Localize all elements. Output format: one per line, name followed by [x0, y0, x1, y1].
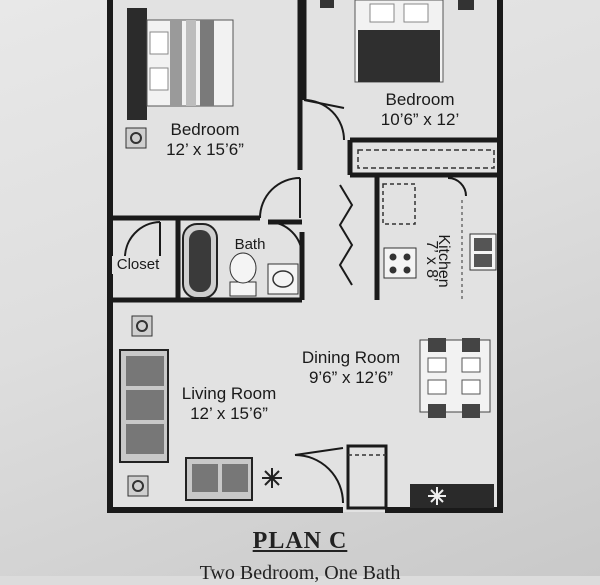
- plant-icon: [410, 484, 494, 508]
- room-dimensions: 12’ x 15’6”: [166, 140, 244, 160]
- vent-icon: [131, 315, 153, 337]
- plan-title: PLAN C: [252, 528, 348, 554]
- sink-icon: [469, 233, 497, 271]
- nightstand: [320, 0, 334, 8]
- stove-icon: [383, 247, 417, 279]
- room-label-closet: Closet: [112, 256, 164, 274]
- room-label-living: Living Room 12’ x 15’6”: [172, 384, 286, 425]
- bathtub-icon: [182, 223, 218, 299]
- door-swings: [123, 99, 467, 504]
- vent-icon: [125, 127, 147, 149]
- room-label-dining: Dining Room 9’6” x 12’6”: [288, 348, 414, 389]
- room-name: Bedroom: [385, 90, 455, 109]
- sink-icon: [267, 263, 299, 295]
- outer-walls: [107, 0, 503, 513]
- room-name: Bedroom: [170, 120, 240, 139]
- room-dimensions: 12’ x 15’6”: [190, 404, 268, 424]
- room-label-bedroom-1: Bedroom 12’ x 15’6”: [150, 120, 260, 161]
- vent-icon: [127, 475, 149, 497]
- nightstand: [458, 0, 474, 10]
- room-dimensions: 9’6” x 12’6”: [308, 368, 394, 388]
- plant-icon: [262, 468, 282, 488]
- toilet-icon: [229, 252, 257, 297]
- dining-table-icon: [419, 338, 491, 418]
- room-dimensions: 10’6” x 12’: [380, 110, 460, 130]
- room-label-bath: Bath: [234, 236, 266, 253]
- room-label-kitchen-dims: 7’ x 8’: [419, 211, 441, 311]
- refrigerator: [382, 183, 416, 225]
- plan-subtitle: Two Bedroom, One Bath: [199, 562, 401, 584]
- entry-closet: [346, 444, 388, 510]
- bed-icon: [127, 8, 234, 120]
- sofa-icon: [119, 349, 169, 463]
- bifold-door: [338, 184, 354, 286]
- sofa-icon: [185, 457, 253, 501]
- bed-icon: [354, 0, 444, 83]
- room-name: Dining Room: [301, 348, 401, 367]
- room-label-bedroom-2: Bedroom 10’6” x 12’: [360, 90, 480, 131]
- interior-walls: [110, 0, 500, 303]
- room-name: Living Room: [181, 384, 277, 403]
- room-dimensions: 7’ x 8’: [423, 240, 440, 282]
- wardrobe: [357, 149, 495, 169]
